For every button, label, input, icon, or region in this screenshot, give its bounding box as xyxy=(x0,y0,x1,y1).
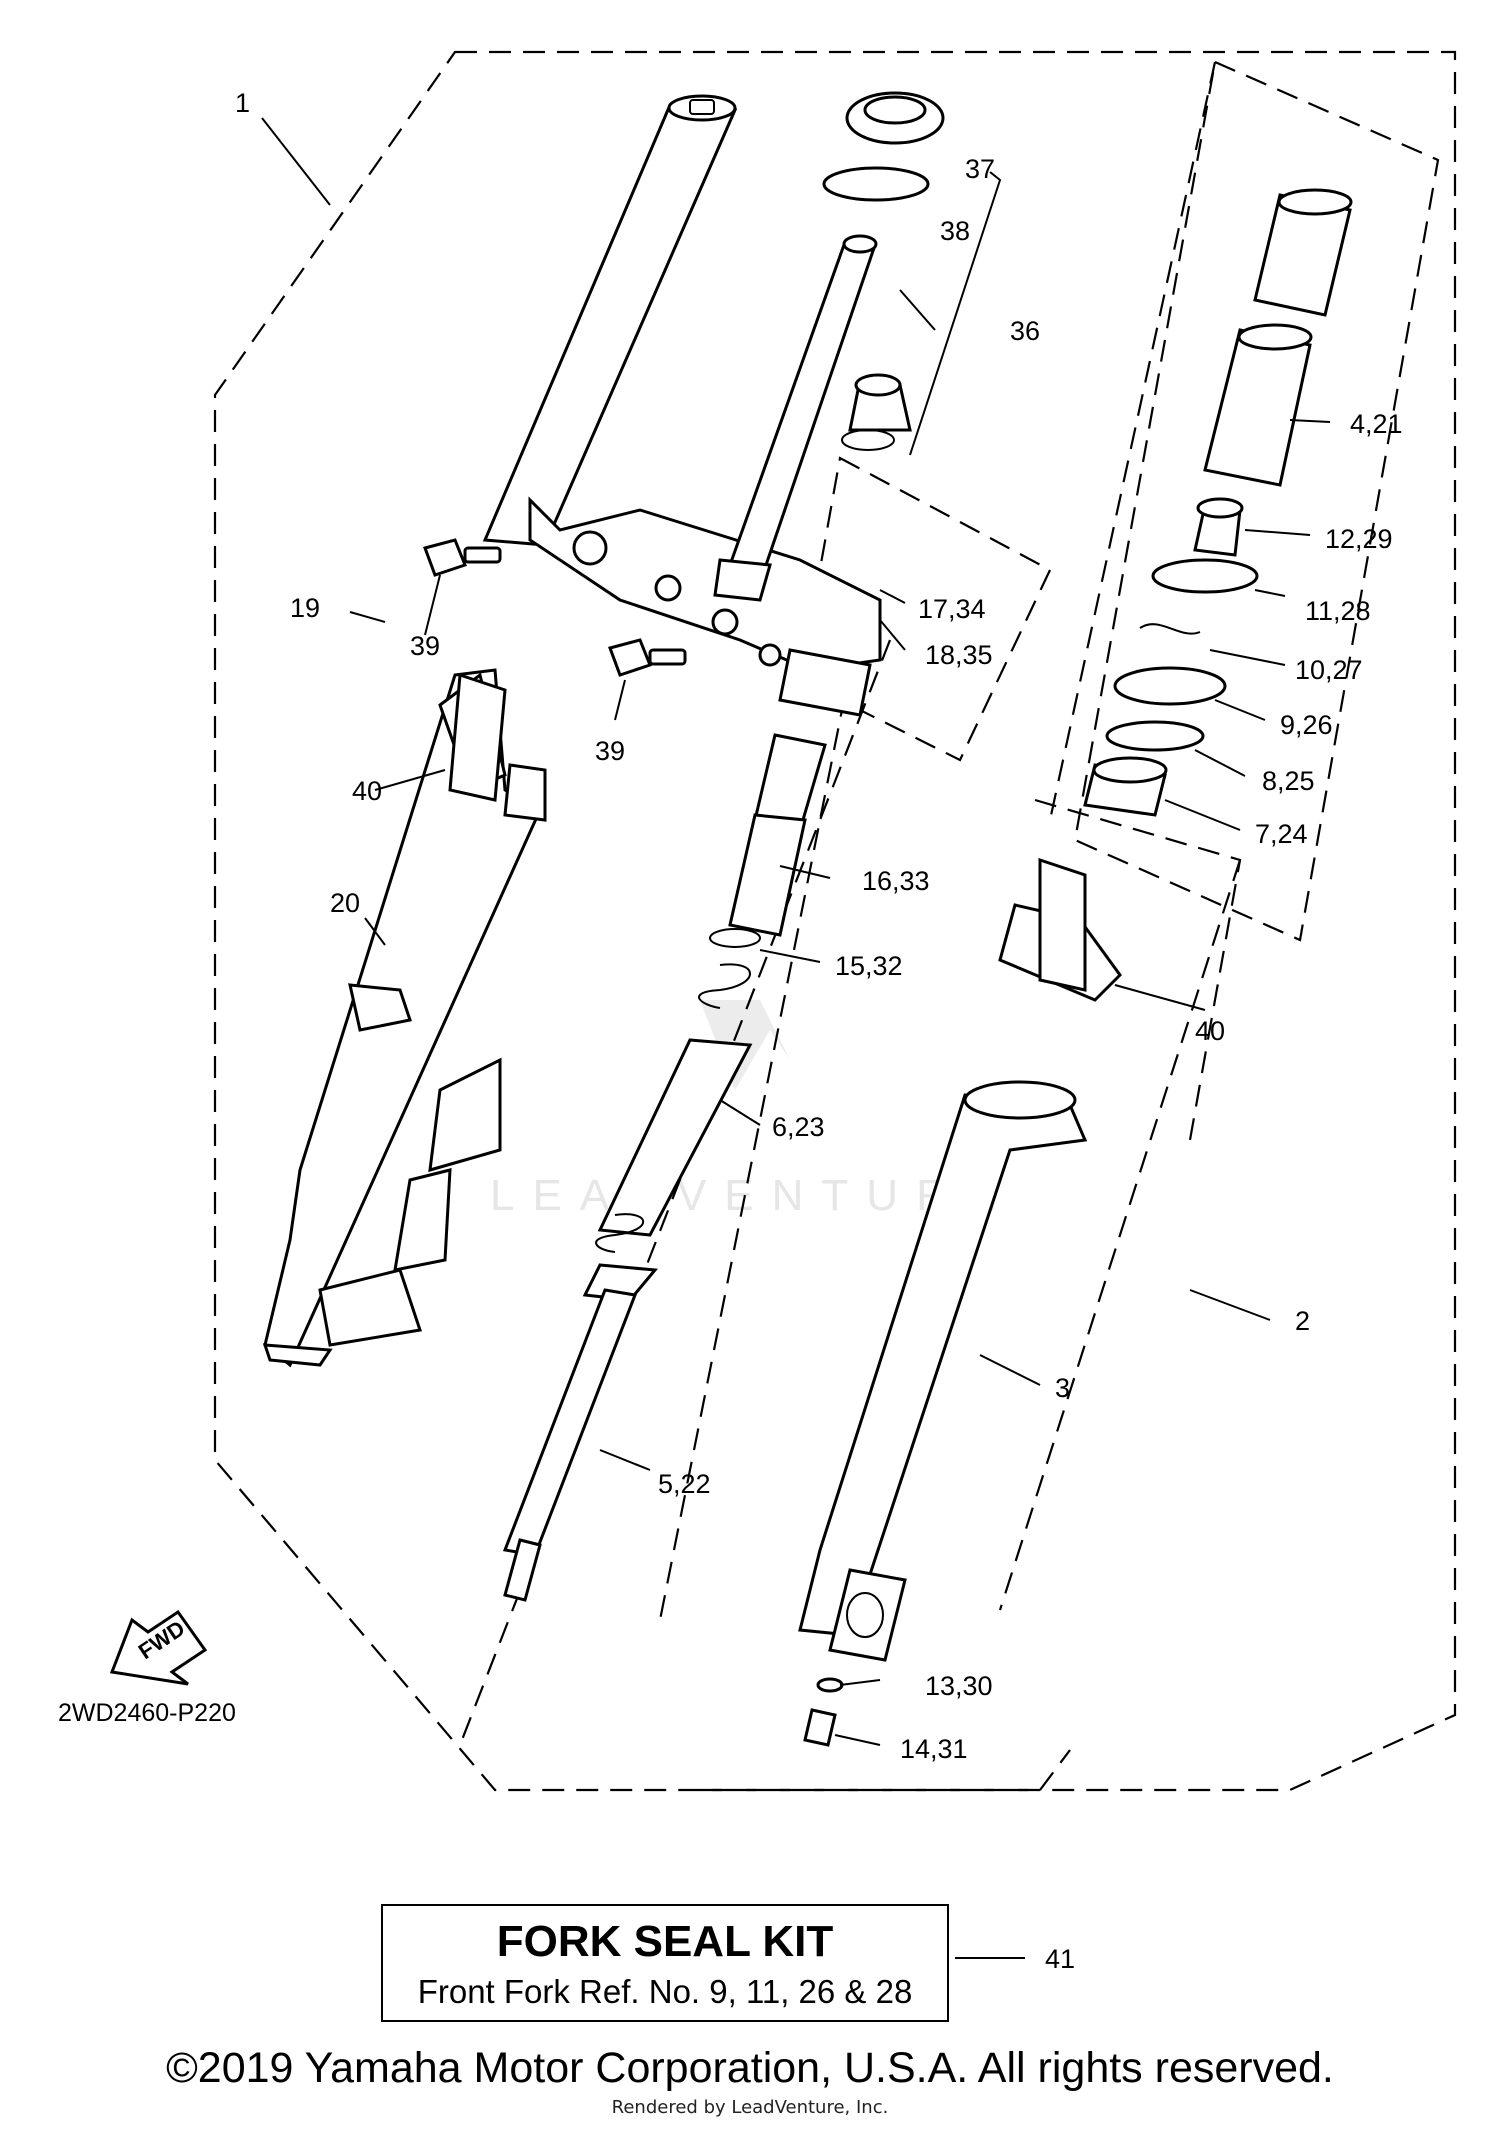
callout-9-26: 9,26 xyxy=(1280,710,1333,740)
callout-7-24: 7,24 xyxy=(1255,819,1308,849)
callouts: 1 2 3 4,21 5,22 6,23 7,24 8,25 9,26 10,2… xyxy=(235,88,1403,1974)
callout-37: 37 xyxy=(965,154,995,184)
callout-8-25: 8,25 xyxy=(1262,766,1315,796)
callout-20: 20 xyxy=(330,888,360,918)
callout-4-21: 4,21 xyxy=(1350,409,1403,439)
leadventure-watermark: LEADVENTURE xyxy=(490,1000,995,1220)
left-fork-assembly xyxy=(262,94,882,1368)
callout-40-right: 40 xyxy=(1195,1016,1225,1046)
callout-38: 38 xyxy=(940,216,970,246)
callout-39-upper: 39 xyxy=(410,631,440,661)
callout-2: 2 xyxy=(1295,1306,1310,1336)
callout-6-23: 6,23 xyxy=(772,1112,825,1142)
callout-13-30: 13,30 xyxy=(925,1671,993,1701)
callout-12-29: 12,29 xyxy=(1325,524,1393,554)
fwd-arrow-icon: FWD xyxy=(109,1609,208,1686)
callout-3: 3 xyxy=(1055,1373,1070,1403)
callout-11-28: 11,28 xyxy=(1305,596,1371,626)
fork-seal-kit-box: FORK SEAL KIT Front Fork Ref. No. 9, 11,… xyxy=(381,1904,949,2022)
kit-title: FORK SEAL KIT xyxy=(496,1917,834,1966)
right-fork-outer-tube xyxy=(798,903,1122,1747)
callout-18-35: 18,35 xyxy=(925,640,993,670)
callout-17-34: 17,34 xyxy=(918,594,986,624)
drawing-code: 2WD2460-P220 xyxy=(58,1699,236,1727)
callout-15-32: 15,32 xyxy=(835,951,903,981)
callout-41: 41 xyxy=(1045,1944,1075,1974)
callout-10-27: 10,27 xyxy=(1295,655,1363,685)
callout-19: 19 xyxy=(290,593,320,623)
fork-cover-guards xyxy=(448,672,1087,992)
callout-14-31: 14,31 xyxy=(900,1734,968,1764)
callout-36: 36 xyxy=(1010,316,1040,346)
callout-16-33: 16,33 xyxy=(862,866,930,896)
right-inner-parts xyxy=(1083,188,1353,817)
callout-5-22: 5,22 xyxy=(658,1469,711,1499)
callout-1: 1 xyxy=(235,88,250,118)
copyright-notice: ©2019 Yamaha Motor Corporation, U.S.A. A… xyxy=(166,2044,1334,2092)
bolts xyxy=(423,538,687,677)
rendered-by-notice: Rendered by LeadVenture, Inc. xyxy=(611,2097,889,2118)
damper-assembly xyxy=(502,91,945,1602)
callout-40-left: 40 xyxy=(352,776,382,806)
leader-lines xyxy=(261,117,1331,1959)
kit-subtitle: Front Fork Ref. No. 9, 11, 26 & 28 xyxy=(417,1973,913,2010)
callout-39-lower: 39 xyxy=(595,736,625,766)
